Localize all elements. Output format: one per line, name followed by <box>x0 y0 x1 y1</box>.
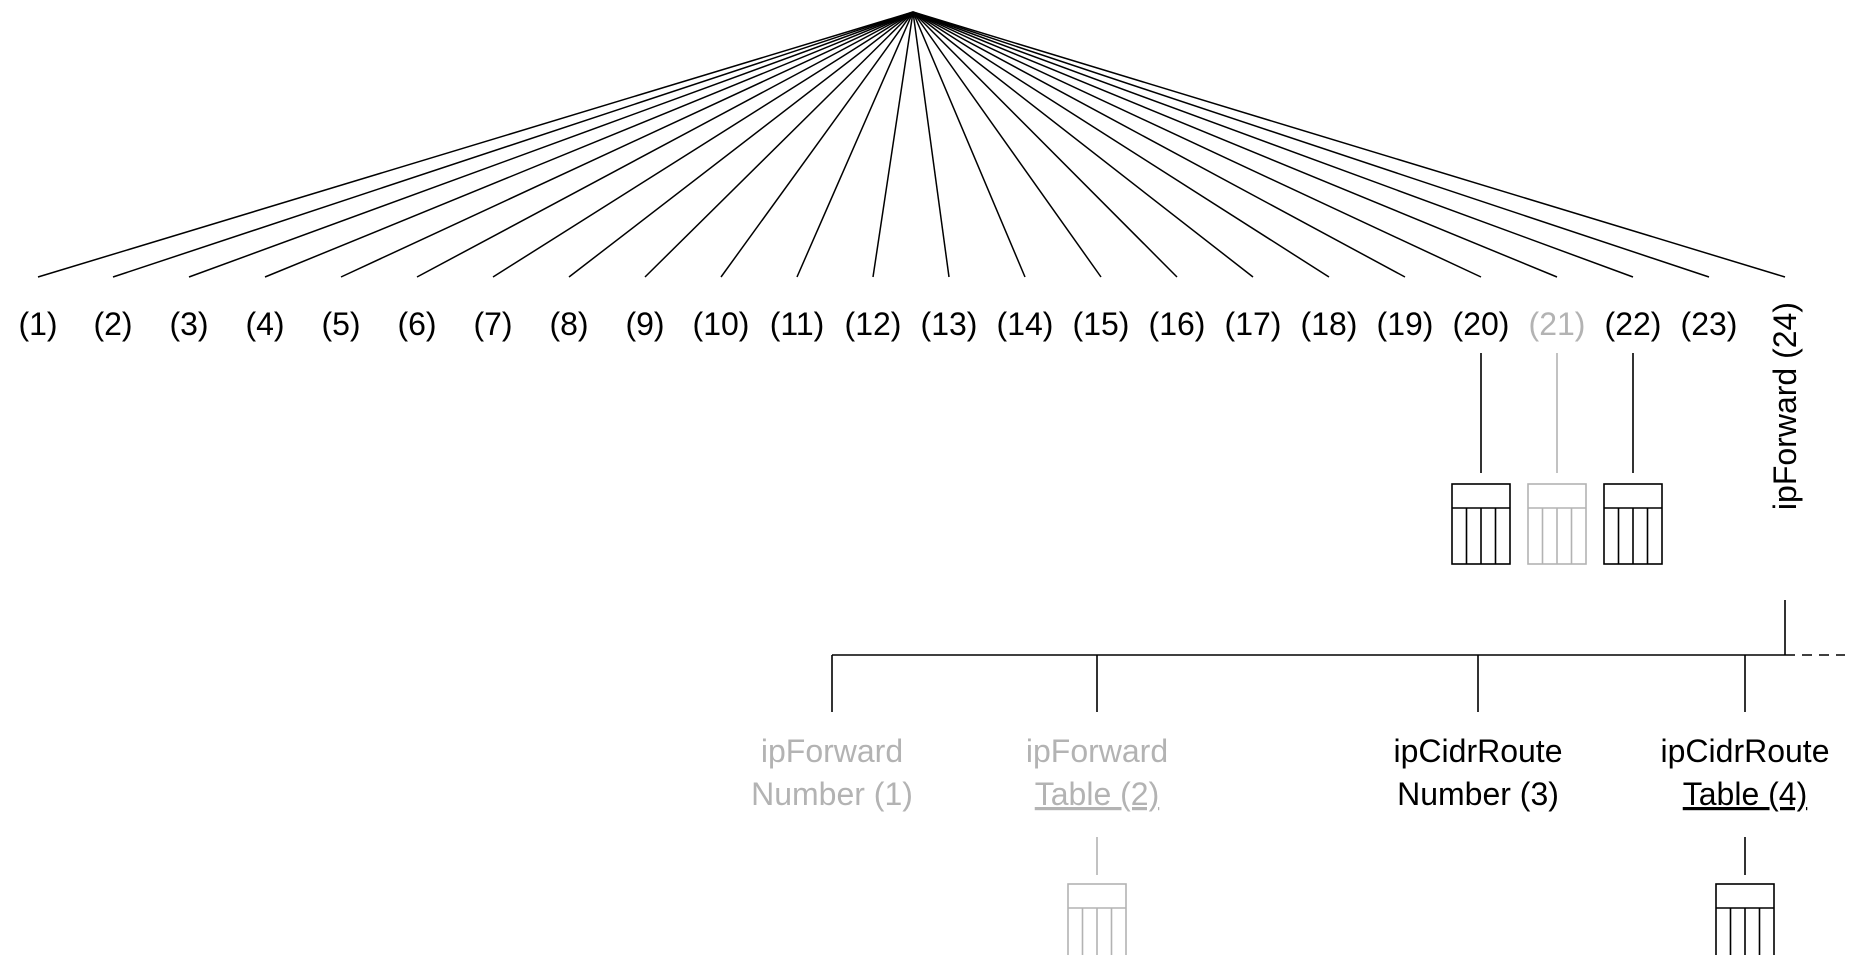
ipforward-child-label-line1: ipCidrRoute <box>1661 733 1830 769</box>
node-label: (9) <box>625 306 664 342</box>
fan-line <box>912 11 1026 278</box>
fan-line <box>912 11 1558 278</box>
fan-line <box>112 11 914 278</box>
fan-line <box>796 11 914 278</box>
top-level-labels: (1) (2) (3) (4) (5) (6) (7) (8) (9) (10) (11) (12) (… <box>18 302 1803 510</box>
node-label: (15) <box>1073 306 1130 342</box>
fan-line <box>912 11 1786 278</box>
table-icon <box>1715 883 1775 955</box>
table-branches <box>1451 353 1663 565</box>
ipforward-child-label-line2: Table (2) <box>1035 776 1160 812</box>
ipforward-child-label-line2: Number (3) <box>1397 776 1559 812</box>
fan-line <box>416 11 914 278</box>
node-label: (18) <box>1301 306 1358 342</box>
node-label: (4) <box>245 306 284 342</box>
fan-line <box>912 11 1482 278</box>
fan-line <box>720 11 914 278</box>
fan-line <box>264 11 914 278</box>
fan-line <box>912 11 1102 278</box>
fan-line <box>644 11 914 278</box>
fan-line <box>188 11 914 278</box>
node-label: (17) <box>1225 306 1282 342</box>
node-label: (10) <box>693 306 750 342</box>
ipforward-child-label-line1: ipForward <box>1026 733 1168 769</box>
node-label: (3) <box>169 306 208 342</box>
ipforward-child-label-line1: ipForward <box>761 733 903 769</box>
fan-line <box>340 11 914 278</box>
fan-lines <box>37 11 1786 278</box>
node-label: (19) <box>1377 306 1434 342</box>
fan-line <box>912 11 1406 278</box>
ipforward-child-label-line2: Number (1) <box>751 776 913 812</box>
node-label: (2) <box>93 306 132 342</box>
node-label: (21) <box>1529 306 1586 342</box>
node-label: (20) <box>1453 306 1510 342</box>
table-icon <box>1067 883 1127 955</box>
node-label: (8) <box>549 306 588 342</box>
fan-line <box>37 11 914 278</box>
node-label: (14) <box>997 306 1054 342</box>
node-label: (5) <box>321 306 360 342</box>
fan-line <box>912 11 1330 278</box>
fan-line <box>912 11 1178 278</box>
node-label: (23) <box>1681 306 1738 342</box>
node-label: (22) <box>1605 306 1662 342</box>
fan-line <box>872 11 914 278</box>
table-icon <box>1527 483 1587 565</box>
node-label: (7) <box>473 306 512 342</box>
table-icon <box>1603 483 1663 565</box>
node-label: (16) <box>1149 306 1206 342</box>
node-label: (6) <box>397 306 436 342</box>
node-label: (1) <box>18 306 57 342</box>
fan-line <box>912 11 1634 278</box>
node-label: (13) <box>921 306 978 342</box>
fan-line <box>568 11 914 278</box>
node-label-ipforward: ipForward (24) <box>1767 302 1803 510</box>
ipforward-child-label-line2: Table (4) <box>1683 776 1808 812</box>
fan-line <box>912 11 950 278</box>
ipforward-child-label-line1: ipCidrRoute <box>1394 733 1563 769</box>
fan-line <box>912 11 1254 278</box>
table-icon <box>1451 483 1511 565</box>
fan-line <box>492 11 914 278</box>
node-label: (11) <box>770 306 825 342</box>
fan-line <box>912 11 1710 278</box>
node-label: (12) <box>845 306 902 342</box>
